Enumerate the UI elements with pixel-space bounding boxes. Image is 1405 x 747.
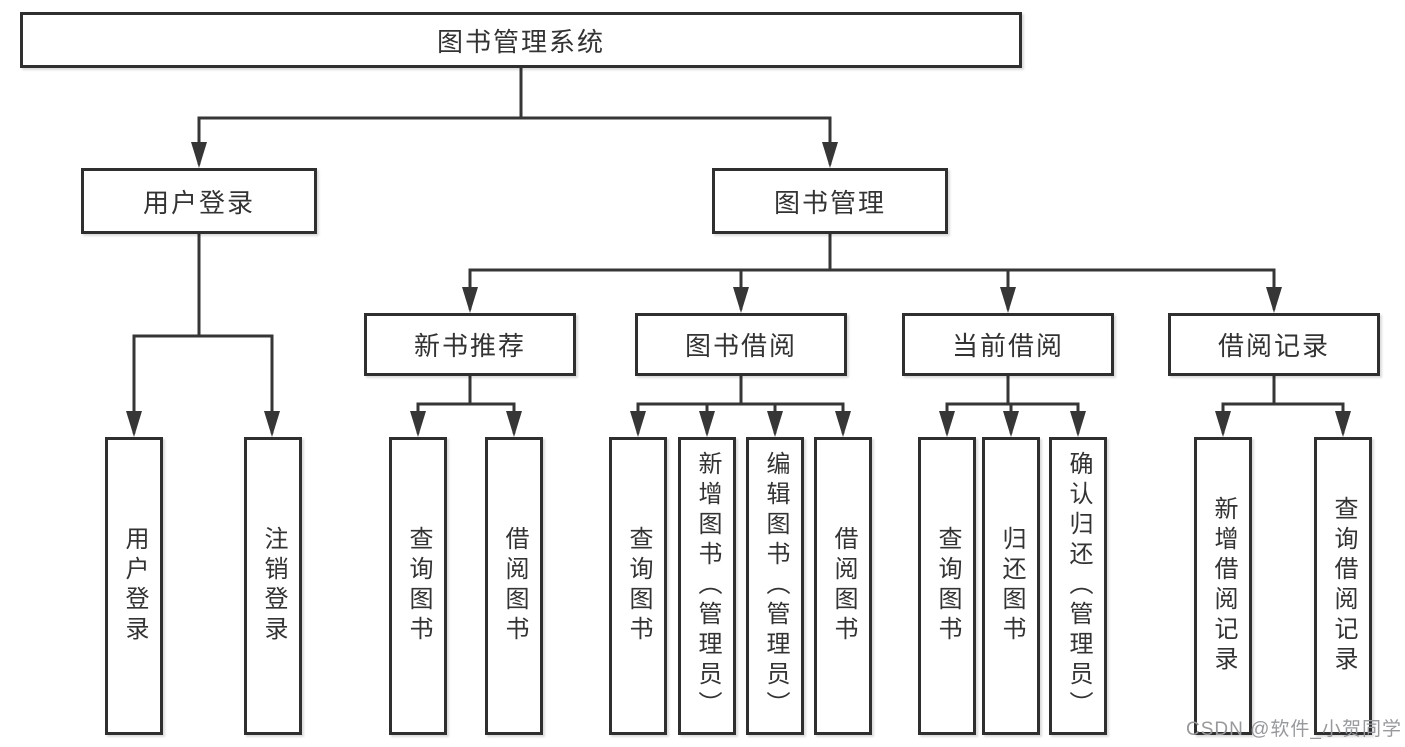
node-label: 归还图书 [998,526,1025,646]
leaf-return-books: 归还图书 [982,437,1040,735]
leaf-logout: 注销登录 [244,437,302,735]
node-label: 用户登录 [121,526,148,646]
arrowhead-icons [126,142,1351,437]
node-label: 新增借阅记录 [1210,496,1237,676]
leaf-add-borrow-record: 新增借阅记录 [1194,437,1252,735]
leaf-edit-books-admin: 编辑图书（管理员） [746,437,804,735]
node-label: 用户登录 [142,187,255,218]
node-label: 查询图书 [625,526,652,646]
node-book-borrow: 图书借阅 [635,313,847,376]
leaf-query-books-3: 查询图书 [918,437,976,735]
leaf-user-login: 用户登录 [105,437,163,735]
node-label: 图书管理系统 [436,26,605,57]
node-label: 确认归还（管理员） [1065,451,1092,721]
node-label: 借阅图书 [830,526,857,646]
leaf-add-books-admin: 新增图书（管理员） [678,437,736,735]
node-label: 新书推荐 [413,331,526,361]
node-label: 注销登录 [260,526,287,646]
leaf-query-books-2: 查询图书 [609,437,667,735]
node-new-book-recommend: 新书推荐 [364,313,576,376]
csdn-watermark: CSDN @软件_小贺同学 [1186,719,1402,740]
node-user-login: 用户登录 [81,168,317,234]
node-label: 新增图书（管理员） [694,451,721,721]
node-current-borrow: 当前借阅 [902,313,1114,376]
leaf-borrow-books-2: 借阅图书 [814,437,872,735]
node-system-root: 图书管理系统 [20,12,1022,68]
node-label: 查询图书 [405,526,432,646]
node-label: 借阅记录 [1217,331,1330,361]
leaf-query-borrow-record: 查询借阅记录 [1314,437,1372,735]
leaf-confirm-return-admin: 确认归还（管理员） [1049,437,1107,735]
node-label: 编辑图书（管理员） [762,451,789,721]
node-label: 借阅图书 [501,526,528,646]
leaf-borrow-books-1: 借阅图书 [485,437,543,735]
node-label: 图书管理 [773,187,886,218]
leaf-query-books-1: 查询图书 [389,437,447,735]
node-book-management: 图书管理 [712,168,948,234]
node-borrow-records: 借阅记录 [1168,313,1380,376]
node-label: 查询借阅记录 [1330,496,1357,676]
node-label: 图书借阅 [684,331,797,361]
node-label: 查询图书 [934,526,961,646]
node-label: 当前借阅 [951,331,1064,361]
